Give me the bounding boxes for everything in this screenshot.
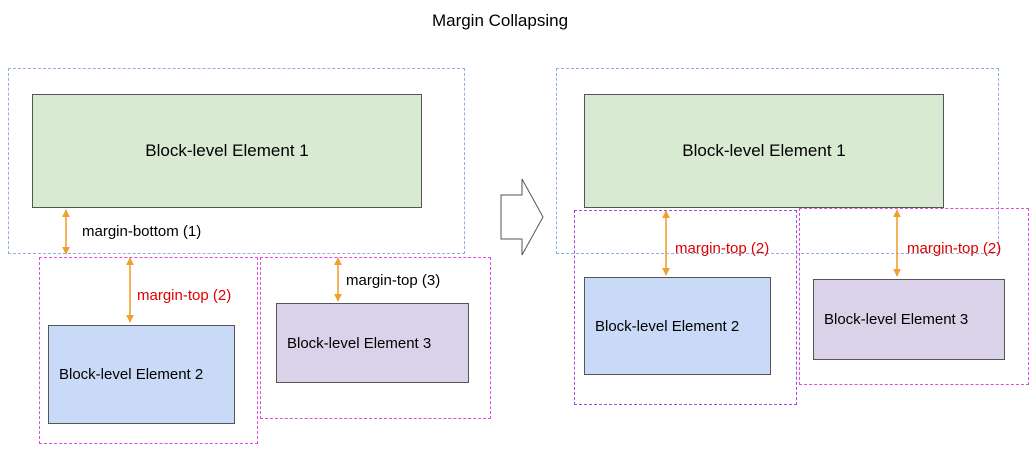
after-block3-margin-box	[799, 208, 1029, 385]
after-outer-margin-box	[556, 68, 999, 254]
after-block3-label: Block-level Element 3	[824, 311, 969, 328]
before-margin-top-2-label: margin-top (2)	[137, 287, 232, 304]
before-outer-margin-box	[8, 68, 465, 254]
before-margin-top-3-label: margin-top (3)	[346, 272, 441, 289]
transition-arrow-icon	[500, 178, 544, 256]
after-block1-label: Block-level Element 1	[682, 141, 846, 160]
after-block2-label: Block-level Element 2	[595, 317, 740, 335]
before-block-element-1: Block-level Element 1	[32, 94, 422, 208]
after-block2-margin-box	[574, 210, 797, 405]
before-block-element-2: Block-level Element 2	[48, 325, 235, 424]
after-block-element-2: Block-level Element 2	[584, 277, 771, 375]
after-block-element-3: Block-level Element 3	[813, 279, 1005, 360]
before-margin-bottom-label: margin-bottom (1)	[82, 223, 202, 240]
before-block1-label: Block-level Element 1	[145, 141, 309, 160]
diagram-title: Margin Collapsing	[431, 11, 569, 30]
before-block3-label: Block-level Element 3	[287, 334, 432, 352]
before-block-element-3: Block-level Element 3	[276, 303, 469, 383]
margin-arrows	[62, 209, 901, 323]
after-block-element-1: Block-level Element 1	[584, 94, 944, 208]
before-block2-label: Block-level Element 2	[59, 366, 204, 383]
before-block3-margin-box	[260, 257, 491, 419]
after-margin-top-label-b: margin-top (2)	[907, 240, 1002, 257]
after-margin-top-label-a: margin-top (2)	[675, 240, 770, 257]
before-block2-margin-box	[39, 257, 258, 444]
